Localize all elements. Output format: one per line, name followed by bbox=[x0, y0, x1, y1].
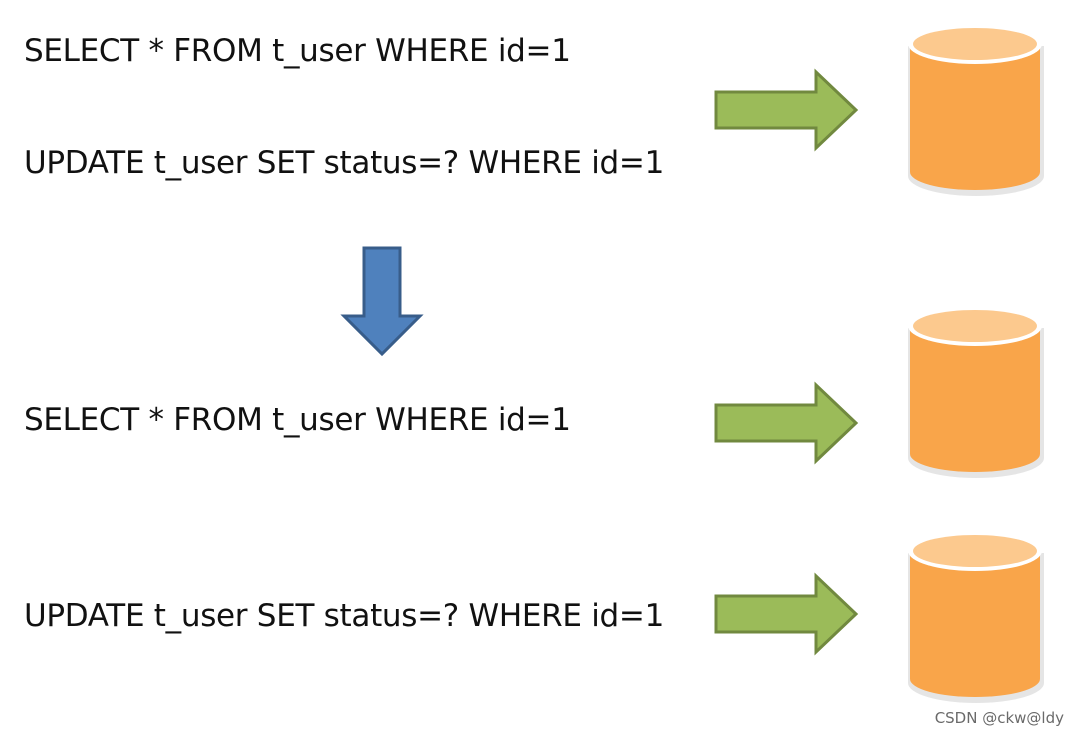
database-cylinder-icon bbox=[908, 24, 1044, 196]
database-cylinder-icon bbox=[908, 306, 1044, 478]
watermark-text: CSDN @ckw@ldy bbox=[934, 709, 1064, 727]
right-arrow-icon bbox=[714, 381, 859, 465]
sql-update-statement-2: UPDATE t_user SET status=? WHERE id=1 bbox=[24, 598, 665, 634]
sql-select-statement-2: SELECT * FROM t_user WHERE id=1 bbox=[24, 402, 571, 438]
sql-update-statement-1: UPDATE t_user SET status=? WHERE id=1 bbox=[24, 145, 665, 181]
database-cylinder-icon bbox=[908, 531, 1044, 703]
sql-select-statement-1: SELECT * FROM t_user WHERE id=1 bbox=[24, 33, 571, 69]
down-arrow-icon bbox=[340, 246, 424, 357]
right-arrow-icon bbox=[714, 572, 859, 656]
right-arrow-icon bbox=[714, 68, 859, 152]
